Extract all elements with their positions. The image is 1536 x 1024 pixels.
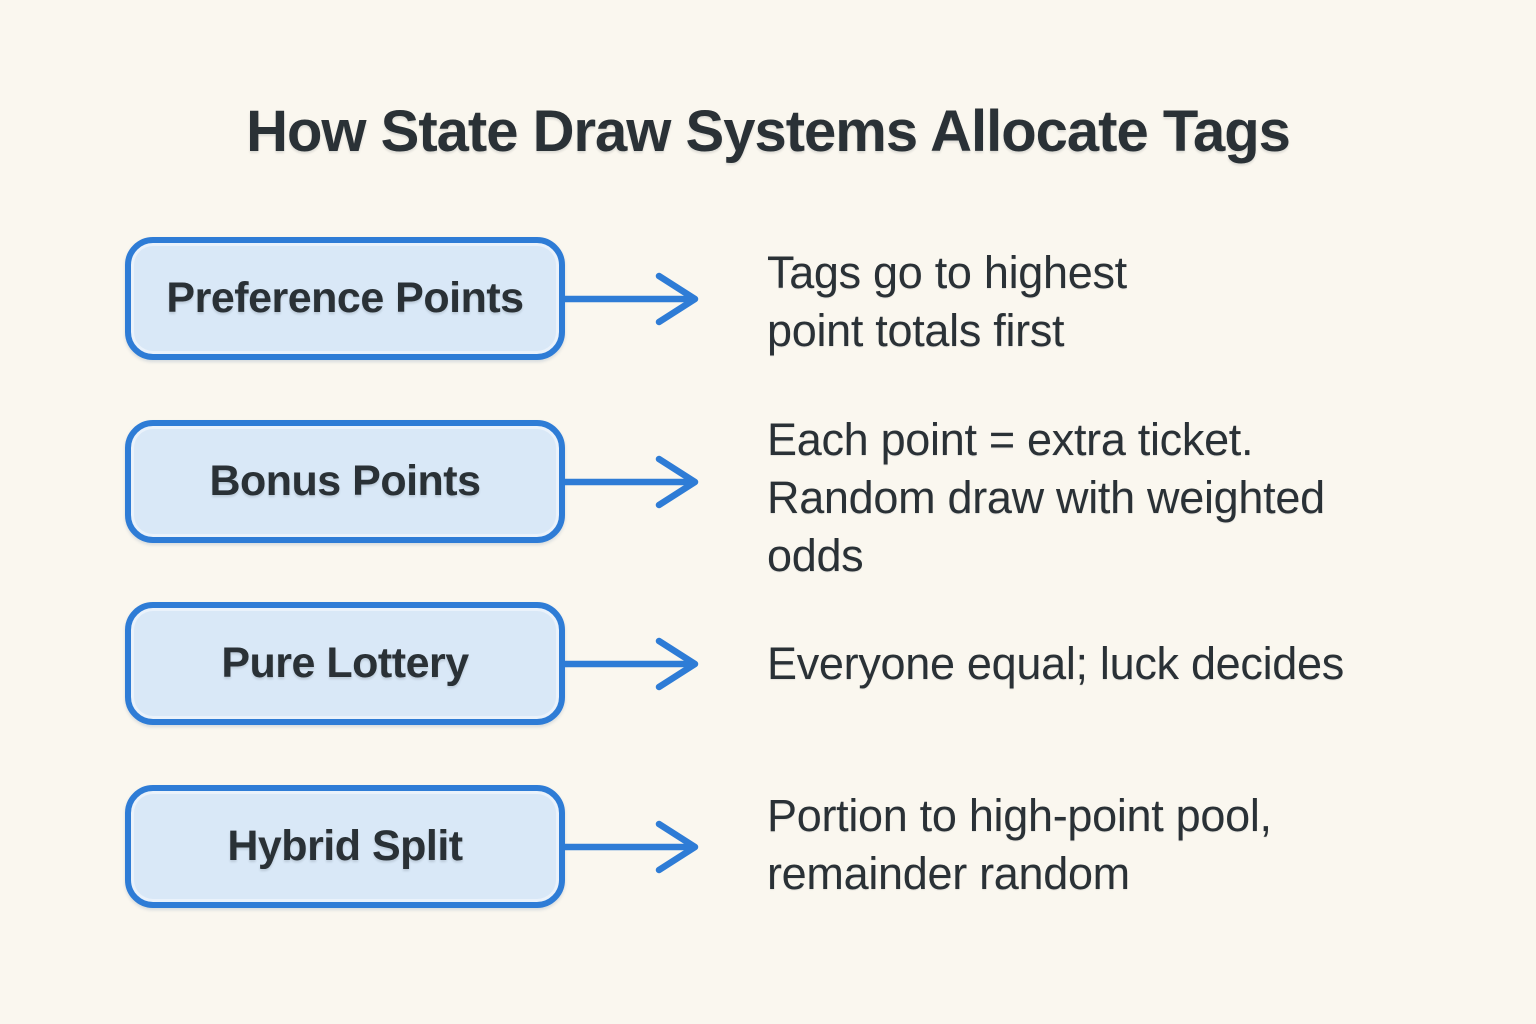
arrow-right-icon — [565, 455, 699, 508]
page-title: How State Draw Systems Allocate Tags — [246, 99, 1291, 164]
box-label: Hybrid Split — [227, 822, 463, 870]
box-label: Pure Lottery — [221, 639, 469, 687]
arrow-right-icon — [565, 820, 699, 873]
preference-points-box: Preference Points — [125, 237, 565, 360]
box-label: Bonus Points — [209, 457, 481, 505]
hybrid-split-box: Hybrid Split — [125, 785, 565, 908]
box-label: Preference Points — [166, 274, 524, 322]
pure-lottery-box: Pure Lottery — [125, 602, 565, 725]
row-description: Tags go to highest point totals first — [767, 246, 1127, 356]
row-hybrid-split: Hybrid Split Portion to high-point pool,… — [0, 785, 1536, 908]
row-pure-lottery: Pure Lottery Everyone equal; luck decide… — [0, 602, 1536, 725]
bonus-points-box: Bonus Points — [125, 420, 565, 543]
arrow-right-icon — [565, 272, 699, 325]
arrow-right-icon — [565, 637, 699, 690]
row-description: Everyone equal; luck decides — [767, 637, 1344, 689]
row-preference-points: Preference Points Tags go to highest poi… — [0, 237, 1536, 360]
row-description: Portion to high-point pool, remainder ra… — [767, 789, 1272, 899]
row-bonus-points: Bonus Points Each point = extra ticket. … — [0, 414, 1536, 581]
row-description: Each point = extra ticket. Random draw w… — [767, 413, 1325, 581]
